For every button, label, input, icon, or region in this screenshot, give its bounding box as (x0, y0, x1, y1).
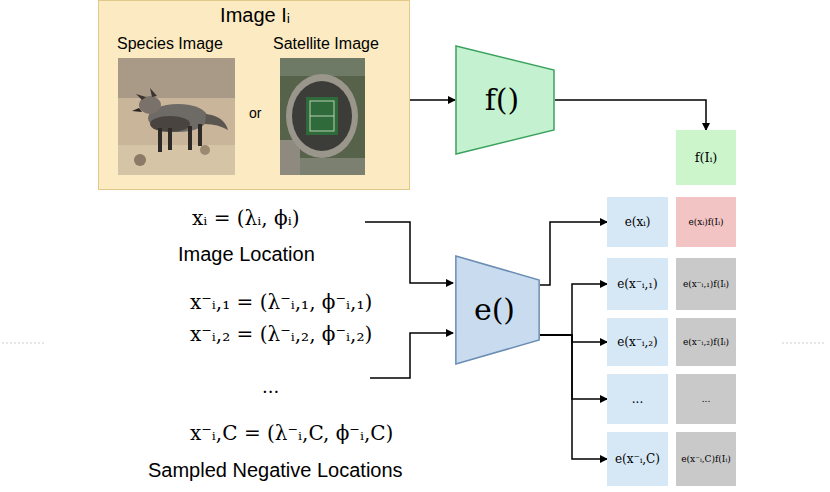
connector-arrow (540, 335, 607, 342)
connector-arrow (540, 335, 607, 399)
image-caption: Satellite Image (273, 34, 379, 53)
dotted-mark (2, 343, 45, 344)
trapezoid-shape (456, 256, 539, 364)
section-label: Sampled Negative Locations (148, 458, 403, 482)
input-wire (365, 222, 453, 283)
connector-arrow (540, 335, 607, 459)
embedding-label: e(xᵢ)f(Iᵢ) (689, 217, 724, 228)
score-box: ... (676, 374, 736, 424)
location-encoder: e() (455, 255, 540, 365)
score-box: e(x⁻ᵢ,C)f(Iᵢ) (676, 432, 736, 486)
image-embedding-box: f(Iᵢ) (676, 130, 736, 185)
connector-arrow (540, 284, 607, 335)
dotted-mark (782, 343, 826, 344)
panel-ground (98, 0, 410, 190)
embedding-label: e(xᵢ) (625, 215, 651, 229)
image-caption: Species Image (117, 34, 223, 53)
location-embedding-box: ... (607, 374, 668, 424)
embedding-label: e(x⁻ᵢ,C) (615, 452, 660, 466)
embedding-label: e(x⁻ᵢ,₂) (617, 335, 658, 349)
score-box: e(x⁻ᵢ,₁)f(Iᵢ) (676, 258, 736, 310)
image-encoder: f() (455, 45, 555, 155)
panel-title: Image Iᵢ (99, 3, 411, 27)
function-label: f() (485, 82, 520, 118)
location-embedding-box: e(xᵢ) (607, 197, 668, 247)
score-box: e(xᵢ)f(Iᵢ) (676, 197, 736, 247)
location-embedding-box: e(x⁻ᵢ,₁) (607, 258, 668, 310)
satellite-photo (280, 58, 365, 175)
species-photo (118, 58, 235, 175)
ellipsis: ... (262, 376, 279, 398)
function-label: e() (474, 292, 515, 328)
location-formula: xᵢ = (λᵢ, ϕᵢ) (192, 206, 299, 230)
trapezoid-shape (456, 46, 554, 154)
embedding-label: e(x⁻ᵢ,₁)f(Iᵢ) (683, 279, 729, 290)
embedding-label: f(Iᵢ) (695, 150, 718, 166)
location-formula: x⁻ᵢ,C = (λ⁻ᵢ,C, ϕ⁻ᵢ,C) (190, 421, 393, 445)
embedding-label: ... (702, 394, 711, 405)
location-formula: x⁻ᵢ,₁ = (λ⁻ᵢ,₁, ϕ⁻ᵢ,₁) (190, 290, 372, 314)
embedding-label: e(x⁻ᵢ,₁) (617, 277, 658, 291)
connector-arrow (540, 222, 607, 285)
input-wire (370, 333, 453, 378)
image-panel: Image Iᵢ Species Image Satellite Image or (98, 0, 410, 190)
location-embedding-box: e(x⁻ᵢ,C) (607, 432, 668, 486)
connector-arrow (555, 100, 706, 130)
location-embedding-box: e(x⁻ᵢ,₂) (607, 318, 668, 366)
or-word: or (249, 105, 261, 122)
embedding-label: e(x⁻ᵢ,C)f(Iᵢ) (681, 454, 730, 465)
location-formula: x⁻ᵢ,₂ = (λ⁻ᵢ,₂, ϕ⁻ᵢ,₂) (190, 322, 372, 346)
section-label: Image Location (178, 242, 315, 266)
score-box: e(x⁻ᵢ,₂)f(Iᵢ) (676, 318, 736, 366)
embedding-label: ... (632, 392, 643, 406)
connector-arrow (410, 99, 455, 101)
embedding-label: e(x⁻ᵢ,₂)f(Iᵢ) (683, 337, 729, 348)
